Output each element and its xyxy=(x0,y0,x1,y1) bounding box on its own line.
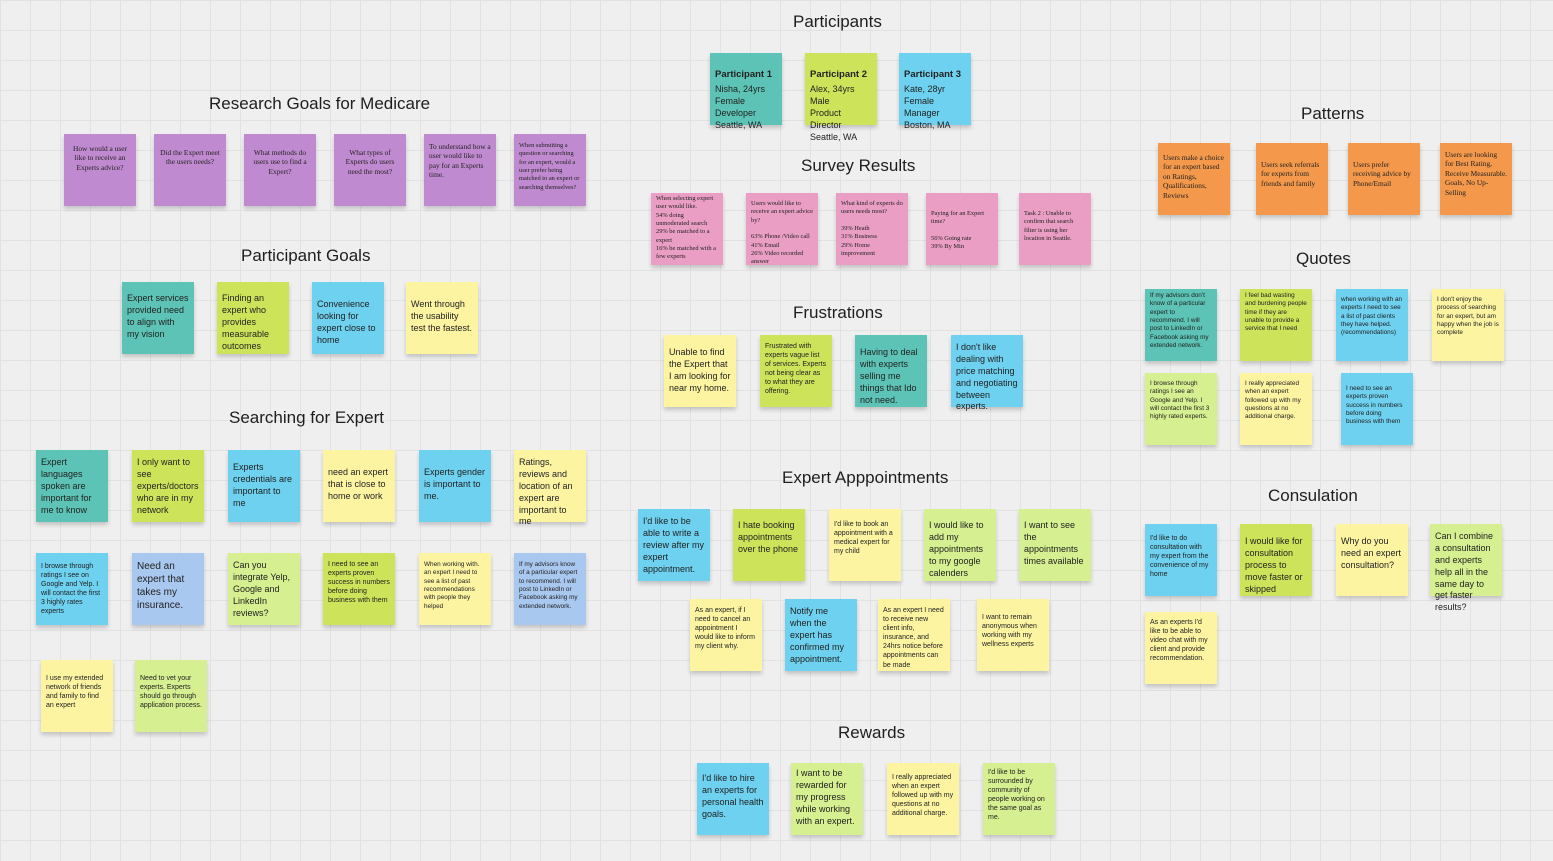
sticky-note[interactable]: Did the Expert meet the users needs? xyxy=(154,134,226,206)
sticky-note[interactable]: I want to see the appointments times ava… xyxy=(1019,509,1091,581)
appointments-heading: Expert Apppointments xyxy=(782,468,949,487)
sticky-note[interactable]: What types of Experts do users need the … xyxy=(334,134,406,206)
participant-details: Alex, 34yrs Male Product Director Seattl… xyxy=(810,84,858,142)
participant-details: Kate, 28yr Female Manager Boston, MA xyxy=(904,84,951,131)
sticky-note[interactable]: I'd like to do consultation with my expe… xyxy=(1145,524,1217,596)
sticky-note[interactable]: need an expert that is close to home or … xyxy=(323,450,395,522)
sticky-note[interactable]: When working with. an expert I need to s… xyxy=(419,553,491,625)
sticky-note[interactable]: I'd like to be able to write a review af… xyxy=(638,509,710,581)
sticky-note[interactable]: As an experts I'd like to be able to vid… xyxy=(1145,612,1217,684)
sticky-note[interactable]: Unable to find the Expert that I am look… xyxy=(664,335,736,407)
sticky-note[interactable]: How would a user like to receive an Expe… xyxy=(64,134,136,206)
sticky-note[interactable]: Finding an expert who provides measurabl… xyxy=(217,282,289,354)
participant-name: Participant 3 xyxy=(904,68,962,80)
sticky-note[interactable]: Need to vet your experts. Experts should… xyxy=(135,660,207,732)
sticky-note[interactable]: As an expert, if I need to cancel an app… xyxy=(690,599,762,671)
sticky-note[interactable]: Convenience looking for expert close to … xyxy=(312,282,384,354)
sticky-note[interactable]: I browse through ratings I see an Google… xyxy=(1145,373,1217,445)
sticky-note[interactable]: I don't like dealing with price matching… xyxy=(951,335,1023,411)
sticky-note[interactable]: Notify me when the expert has confirmed … xyxy=(785,599,857,671)
sticky-note[interactable]: Can I combine a consultation and experts… xyxy=(1430,524,1502,612)
sticky-note[interactable]: Users are looking for Best Rating, Recei… xyxy=(1440,143,1512,215)
participant-card[interactable]: Participant 1 Nisha, 24yrs Female Develop… xyxy=(710,53,782,130)
sticky-note[interactable]: Why do you need an expert consultation? xyxy=(1336,524,1408,596)
sticky-note[interactable]: I really appreciated when an expert foll… xyxy=(887,763,959,835)
sticky-note[interactable]: I would like to add my appointments to m… xyxy=(924,509,996,581)
sticky-note[interactable]: I need to see an experts proven success … xyxy=(1341,373,1413,445)
sticky-note[interactable]: Went through the usability test the fast… xyxy=(406,282,478,354)
consultation-heading: Consulation xyxy=(1268,486,1358,505)
sticky-note[interactable]: Experts gender is important to me. xyxy=(419,450,491,522)
sticky-note[interactable]: Can you integrate Yelp, Google and Linke… xyxy=(228,553,300,625)
sticky-note[interactable]: I'd like to book an appointment with a m… xyxy=(829,509,901,581)
rewards-heading: Rewards xyxy=(838,723,906,742)
participant-name: Participant 2 xyxy=(810,68,868,80)
frustrations-heading: Frustrations xyxy=(793,303,883,322)
sticky-note[interactable]: Users make a choice for an expert based … xyxy=(1158,143,1230,215)
quotes-heading: Quotes xyxy=(1296,249,1351,268)
sticky-note[interactable]: Experts credentials are important to me xyxy=(228,450,300,522)
sticky-note[interactable]: Users seek referrals for experts from fr… xyxy=(1256,143,1328,215)
sticky-note[interactable]: Users prefer receiving advice by Phone/E… xyxy=(1348,143,1420,215)
searching-heading: Searching for Expert xyxy=(229,408,384,427)
sticky-note[interactable]: Frustrated with experts vague list of se… xyxy=(760,335,832,407)
sticky-note[interactable]: To understand how a user would like to p… xyxy=(424,134,496,206)
sticky-note[interactable]: I want to remain anonymous when working … xyxy=(977,599,1049,671)
sticky-note[interactable]: If my advisors don't know of a particula… xyxy=(1145,289,1217,361)
sticky-note[interactable]: I hate booking appointments over the pho… xyxy=(733,509,805,581)
participants-heading: Participants xyxy=(793,12,882,31)
sticky-note[interactable]: If my advisors know of a particular expe… xyxy=(514,553,586,625)
sticky-note[interactable]: Expert services provided need to align w… xyxy=(122,282,194,354)
sticky-note[interactable]: I don't enjoy the process of searching f… xyxy=(1432,289,1504,361)
sticky-note[interactable]: I only want to see experts/doctors who a… xyxy=(132,450,204,522)
sticky-note[interactable]: Paying for an Expert time? 56% Going rat… xyxy=(926,193,998,265)
sticky-note[interactable]: I really appreciated when an expert foll… xyxy=(1240,373,1312,445)
patterns-heading: Patterns xyxy=(1301,104,1365,123)
participant-card[interactable]: Participant 2 Alex, 34yrs Male Product Di… xyxy=(805,53,877,142)
sticky-note[interactable]: Task 2 : Unable to confirm that search f… xyxy=(1019,193,1091,265)
research-goals-heading: Research Goals for Medicare xyxy=(209,94,431,113)
sticky-note[interactable]: I'd like to be surrounded by community o… xyxy=(983,763,1055,835)
sticky-note[interactable]: Users would like to receive an expert ad… xyxy=(746,193,818,265)
sticky-note[interactable]: When submitting a question or searching … xyxy=(514,134,586,206)
sticky-note[interactable]: when working with an experts I need to s… xyxy=(1336,289,1408,361)
sticky-note[interactable]: I use my extended network of friends and… xyxy=(41,660,113,732)
participant-name: Participant 1 xyxy=(715,68,773,80)
sticky-note[interactable]: Having to deal with experts selling me t… xyxy=(855,335,927,407)
sticky-note[interactable]: I feel bad wasting and burdening people … xyxy=(1240,289,1312,361)
sticky-note[interactable]: I browse through ratings I see on Google… xyxy=(36,553,108,625)
sticky-note[interactable]: As an expert I need to receive new clien… xyxy=(878,599,950,671)
participant-details: Nisha, 24yrs Female Developer Seattle, W… xyxy=(715,84,766,131)
sticky-note[interactable]: What kind of experts do users needs most… xyxy=(836,193,908,265)
sticky-note[interactable]: I need to see an experts proven success … xyxy=(323,553,395,625)
sticky-note[interactable]: Ratings, reviews and location of an expe… xyxy=(514,450,586,526)
sticky-note[interactable]: When selecting expert user would like. 5… xyxy=(651,193,723,265)
sticky-note[interactable]: I'd like to hire an experts for personal… xyxy=(697,763,769,835)
sticky-note[interactable]: I want to be rewarded for my progress wh… xyxy=(791,763,863,835)
sticky-note[interactable]: I would like for consultation process to… xyxy=(1240,524,1312,596)
participant-goals-heading: Participant Goals xyxy=(241,246,371,265)
participant-card[interactable]: Participant 3 Kate, 28yr Female Manager B… xyxy=(899,53,971,130)
sticky-note[interactable]: Expert languages spoken are important fo… xyxy=(36,450,108,522)
sticky-note[interactable]: Need an expert that takes my insurance. xyxy=(132,553,204,625)
sticky-note[interactable]: What methods do users use to find a Expe… xyxy=(244,134,316,206)
survey-heading: Survey Results xyxy=(801,156,916,175)
